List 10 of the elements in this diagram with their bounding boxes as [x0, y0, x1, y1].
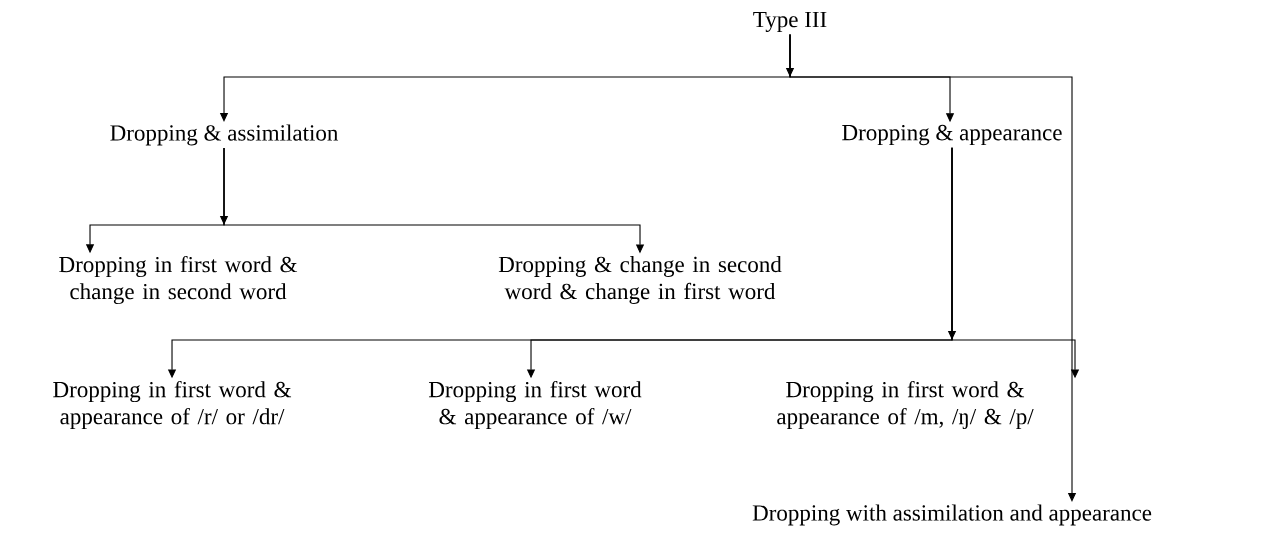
node-label: Dropping in first word & change in second word	[59, 255, 298, 305]
node-label: Dropping in first word & appearance of /m, /ŋ/ & /p/	[777, 380, 1034, 430]
node-label: Dropping in first word & appearance of /r/ or /dr/	[53, 380, 292, 430]
arrow	[789, 34, 1077, 502]
node-label: Dropping in first word & appearance of /w/	[429, 380, 642, 430]
node-label: Dropping with assimilation and appearance	[752, 504, 1152, 526]
node-label: Dropping & change in second word & change in first word	[498, 256, 782, 304]
node-label: Type III	[753, 11, 827, 32]
node-label: Dropping & appearance	[842, 124, 1062, 146]
node-label: Dropping & assimilation	[110, 124, 339, 146]
